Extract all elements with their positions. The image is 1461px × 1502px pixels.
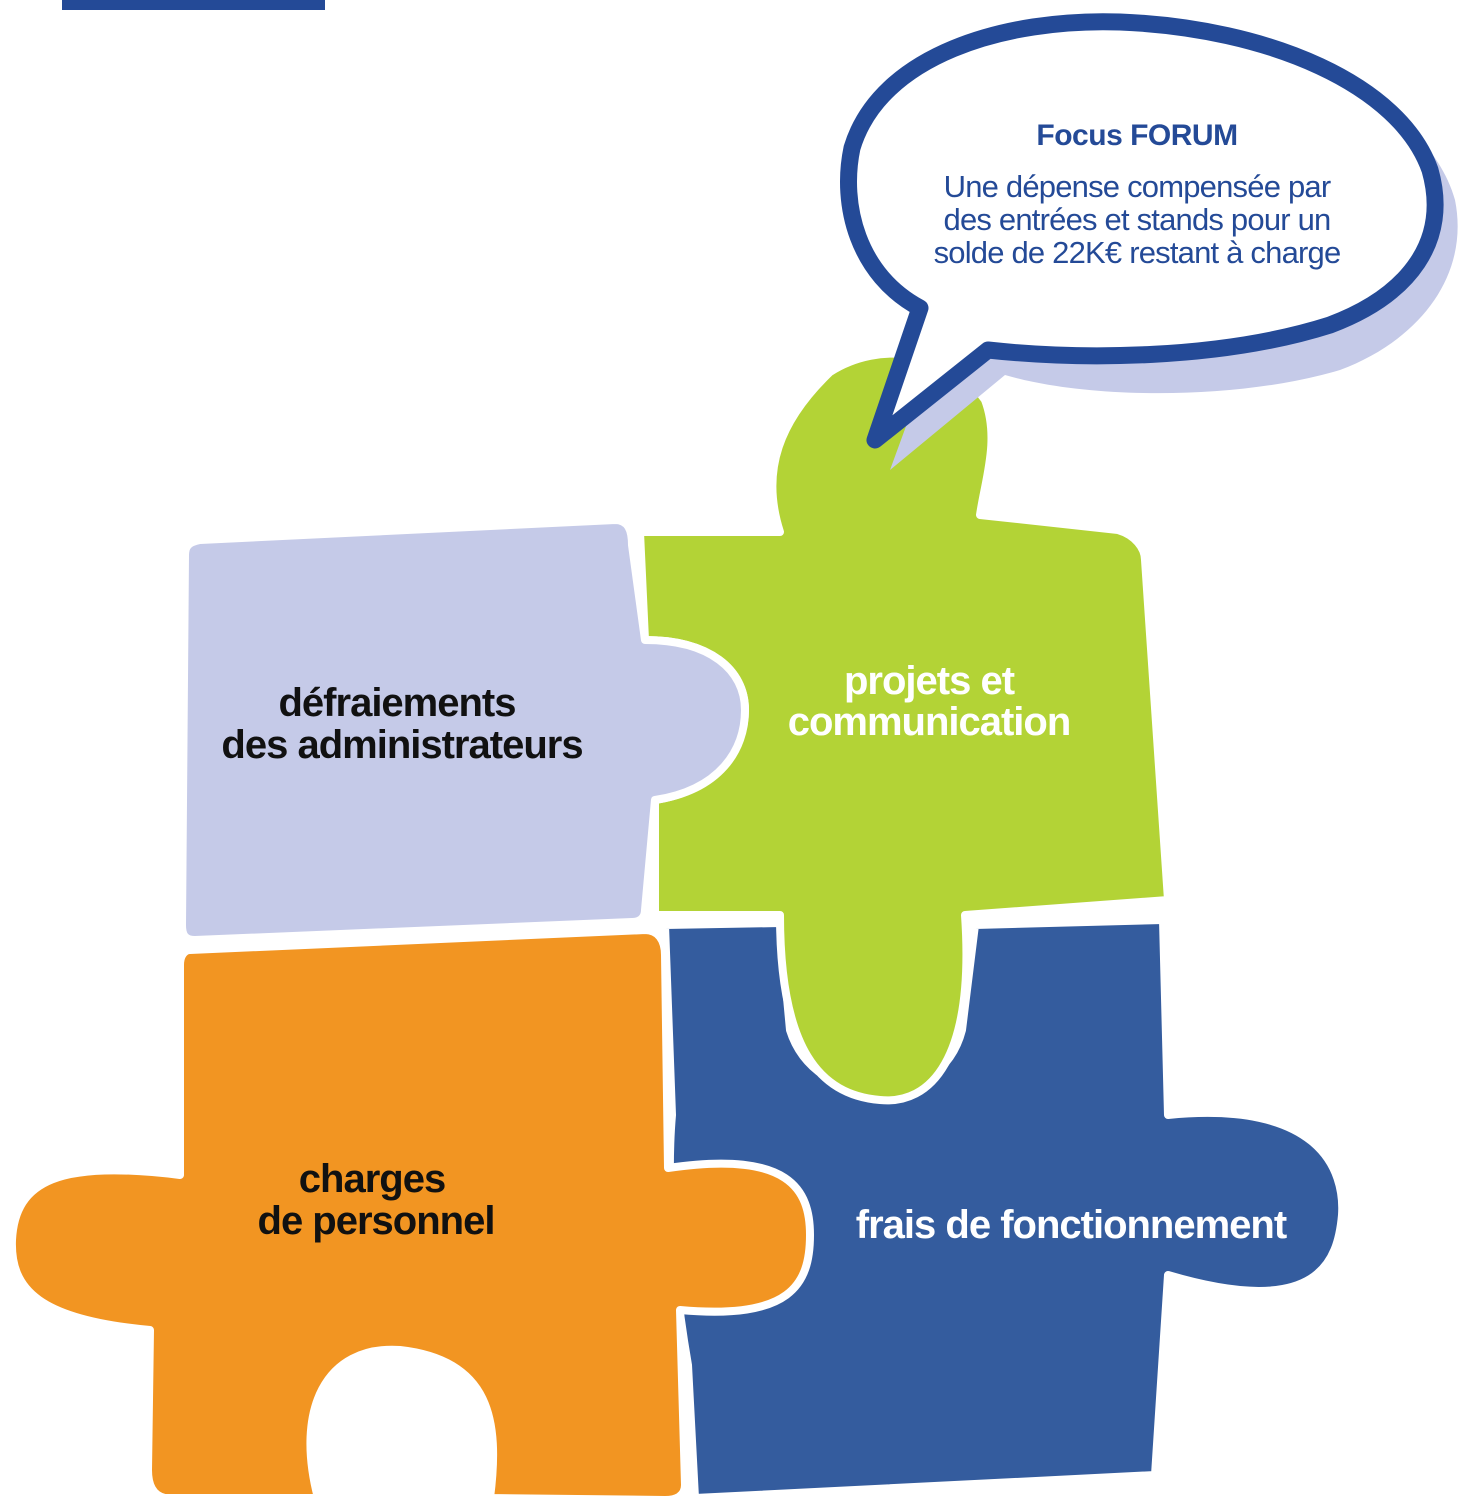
speech-bubble <box>840 13 1444 449</box>
label-charges-line-2: de personnel <box>258 1199 495 1243</box>
bubble-text-line-3: solde de 22K€ restant à charge <box>934 235 1341 270</box>
puzzle-piece-defraiements <box>178 516 749 944</box>
label-projets-line-2: communication <box>788 700 1071 744</box>
label-frais: frais de fonctionnement <box>856 1203 1287 1247</box>
header-bar <box>62 0 325 10</box>
label-projets-line-1: projets et <box>844 659 1015 703</box>
label-defraiements-line-2: des administrateurs <box>221 723 582 767</box>
bubble-text-line-1: Une dépense compensée par <box>944 169 1331 204</box>
bubble-text-line-2: des entrées et stands pour un <box>944 202 1331 237</box>
bubble-title: Focus FORUM <box>1036 119 1237 152</box>
puzzle-piece-charges <box>7 926 814 1502</box>
label-charges-line-1: charges <box>299 1157 445 1201</box>
label-defraiements-line-1: défraiements <box>279 681 516 725</box>
